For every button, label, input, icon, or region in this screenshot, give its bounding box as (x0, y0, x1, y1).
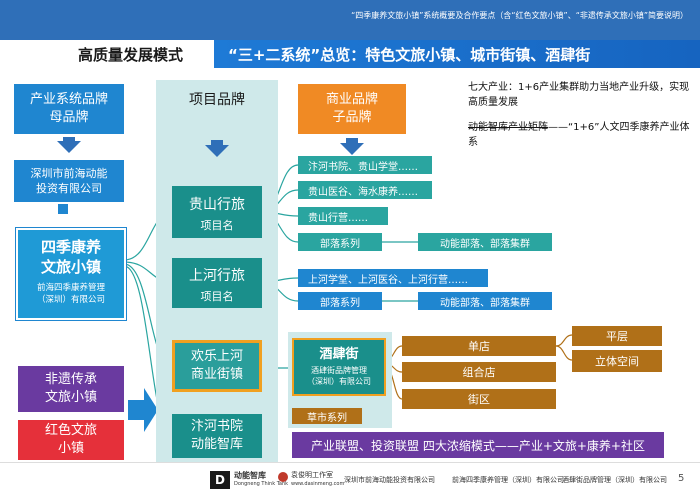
note-matrix-b: ——“1+6”人文四季康养产业体系 (468, 122, 690, 148)
caoshi-series: 草市系列 (292, 408, 362, 424)
commercial-header-label: 商业品牌 子品牌 (325, 91, 378, 125)
guishan-tribe-series: 部落系列 (298, 233, 382, 251)
industry-brand-box: 产业系统品牌 母品牌 (14, 84, 124, 134)
shanghe-item-1: 上河学堂、上河医谷、上河行营…… (298, 269, 488, 287)
top-note: “四季康养文旅小镇”系统概要及合作要点（含“红色文旅小镇”、“非遗传承文旅小镇”… (351, 11, 688, 20)
guishan-tribe: 动能部落、部落集群 (418, 233, 552, 251)
footer-company-3: 酒肆街品牌管理（深圳）有限公司 (562, 476, 667, 484)
jiusi-sub: 酒肆街品牌管理 （深圳）有限公司 (307, 366, 371, 387)
shanghe-title: 上河行旅 (189, 268, 245, 284)
town-sub: 前海四季康养管理 （深圳）有限公司 (36, 283, 105, 305)
project-header: 项目品牌 (160, 84, 274, 118)
town-box: 四季康养 文旅小镇 前海四季康养管理 （深圳）有限公司 (16, 228, 126, 320)
footer-logo2-url: www.dasinmeng.com (291, 481, 345, 487)
note-industry: 七大产业：1+6产业集群助力当地产业升级，实现高质量发展 (468, 82, 690, 108)
huanle-box: 欢乐上河 商业街镇 (172, 340, 262, 392)
industry-brand-label: 产业系统品牌 母品牌 (29, 91, 108, 125)
shanghe-tribe-series: 部落系列 (298, 292, 382, 310)
company-box: 深圳市前海动能 投资有限公司 (14, 160, 124, 202)
overview-banner: “三+二系统”总览：特色文旅小镇、城市街镇、酒肆街 (214, 40, 700, 68)
alliance-bar: 产业联盟、投资联盟 四大浓缩模式——产业+文旅+康养+社区 (292, 432, 664, 458)
banner-title: “三+二系统”总览：特色文旅小镇、城市街镇、酒肆街 (228, 46, 591, 64)
shanghe-box: 上河行旅 项目名 (172, 258, 262, 308)
top-bar: “四季康养文旅小镇”系统概要及合作要点（含“红色文旅小镇”、“非遗传承文旅小镇”… (0, 0, 700, 40)
yuan-logo-icon (278, 472, 288, 482)
jiusi-item-combo: 组合店 (402, 362, 556, 382)
small-connector (58, 204, 68, 214)
page-number: 5 (678, 473, 685, 484)
jiusi-item-single: 单店 (402, 336, 556, 356)
footer-company-2: 前海四季康养管理（深圳）有限公司 (452, 476, 564, 484)
guishan-title: 贵山行旅 (189, 197, 245, 213)
guishan-item-3: 贵山行营…… (298, 207, 388, 225)
dongneng-logo-icon: D (210, 471, 230, 489)
arrow-down-1 (57, 137, 81, 153)
arrow-down-3 (340, 138, 364, 155)
guishan-item-2: 贵山医谷、海水康养…… (298, 181, 432, 199)
footer-company-1: 深圳市前海动能投资有限公司 (344, 476, 435, 484)
heritage-box: 非遗传承 文旅小镇 (18, 366, 124, 412)
bianhe-box: 汴河书院 动能智库 (172, 414, 262, 458)
red-town-label: 红色文旅 小镇 (44, 422, 97, 456)
project-header-label: 项目品牌 (189, 92, 245, 109)
shanghe-tribe: 动能部落、部落集群 (418, 292, 552, 310)
town-title: 四季康养 文旅小镇 (40, 238, 101, 276)
footer: D 动能智库 Dongneng Think Tank 袁俊明工作室 www.da… (0, 462, 700, 495)
footer-logo2: 袁俊明工作室 (291, 471, 333, 479)
commercial-header: 商业品牌 子品牌 (298, 84, 406, 134)
jiusi-item-block: 街区 (402, 389, 556, 409)
red-town-box: 红色文旅 小镇 (18, 420, 124, 460)
shop-type-3d: 立体空间 (572, 350, 662, 372)
shop-type-flat: 平层 (572, 326, 662, 346)
section-title: 高质量发展模式 (78, 46, 184, 64)
guishan-sub: 项目名 (200, 219, 234, 232)
jiusi-title: 酒肆街 (319, 347, 359, 362)
note-matrix-a: 动能智库产业矩阵 (468, 122, 548, 133)
heritage-label: 非遗传承 文旅小镇 (44, 371, 97, 405)
guishan-box: 贵山行旅 项目名 (172, 186, 262, 238)
jiusi-box: 酒肆街 酒肆街品牌管理 （深圳）有限公司 (292, 338, 386, 396)
arrow-down-2 (205, 140, 229, 157)
guishan-item-1: 汴河书院、贵山学堂…… (298, 156, 432, 174)
huanle-label: 欢乐上河 商业街镇 (190, 348, 243, 382)
shanghe-sub: 项目名 (200, 290, 234, 303)
company-label: 深圳市前海动能 投资有限公司 (30, 166, 108, 195)
right-arrow-icon (128, 388, 158, 432)
note-matrix: 动能智库产业矩阵——“1+6”人文四季康养产业体系 (468, 120, 690, 150)
footer-logo1: 动能智库 (234, 471, 266, 480)
bianhe-label: 汴河书院 动能智库 (190, 418, 243, 452)
footer-logo1-en: Dongneng Think Tank (234, 481, 289, 487)
